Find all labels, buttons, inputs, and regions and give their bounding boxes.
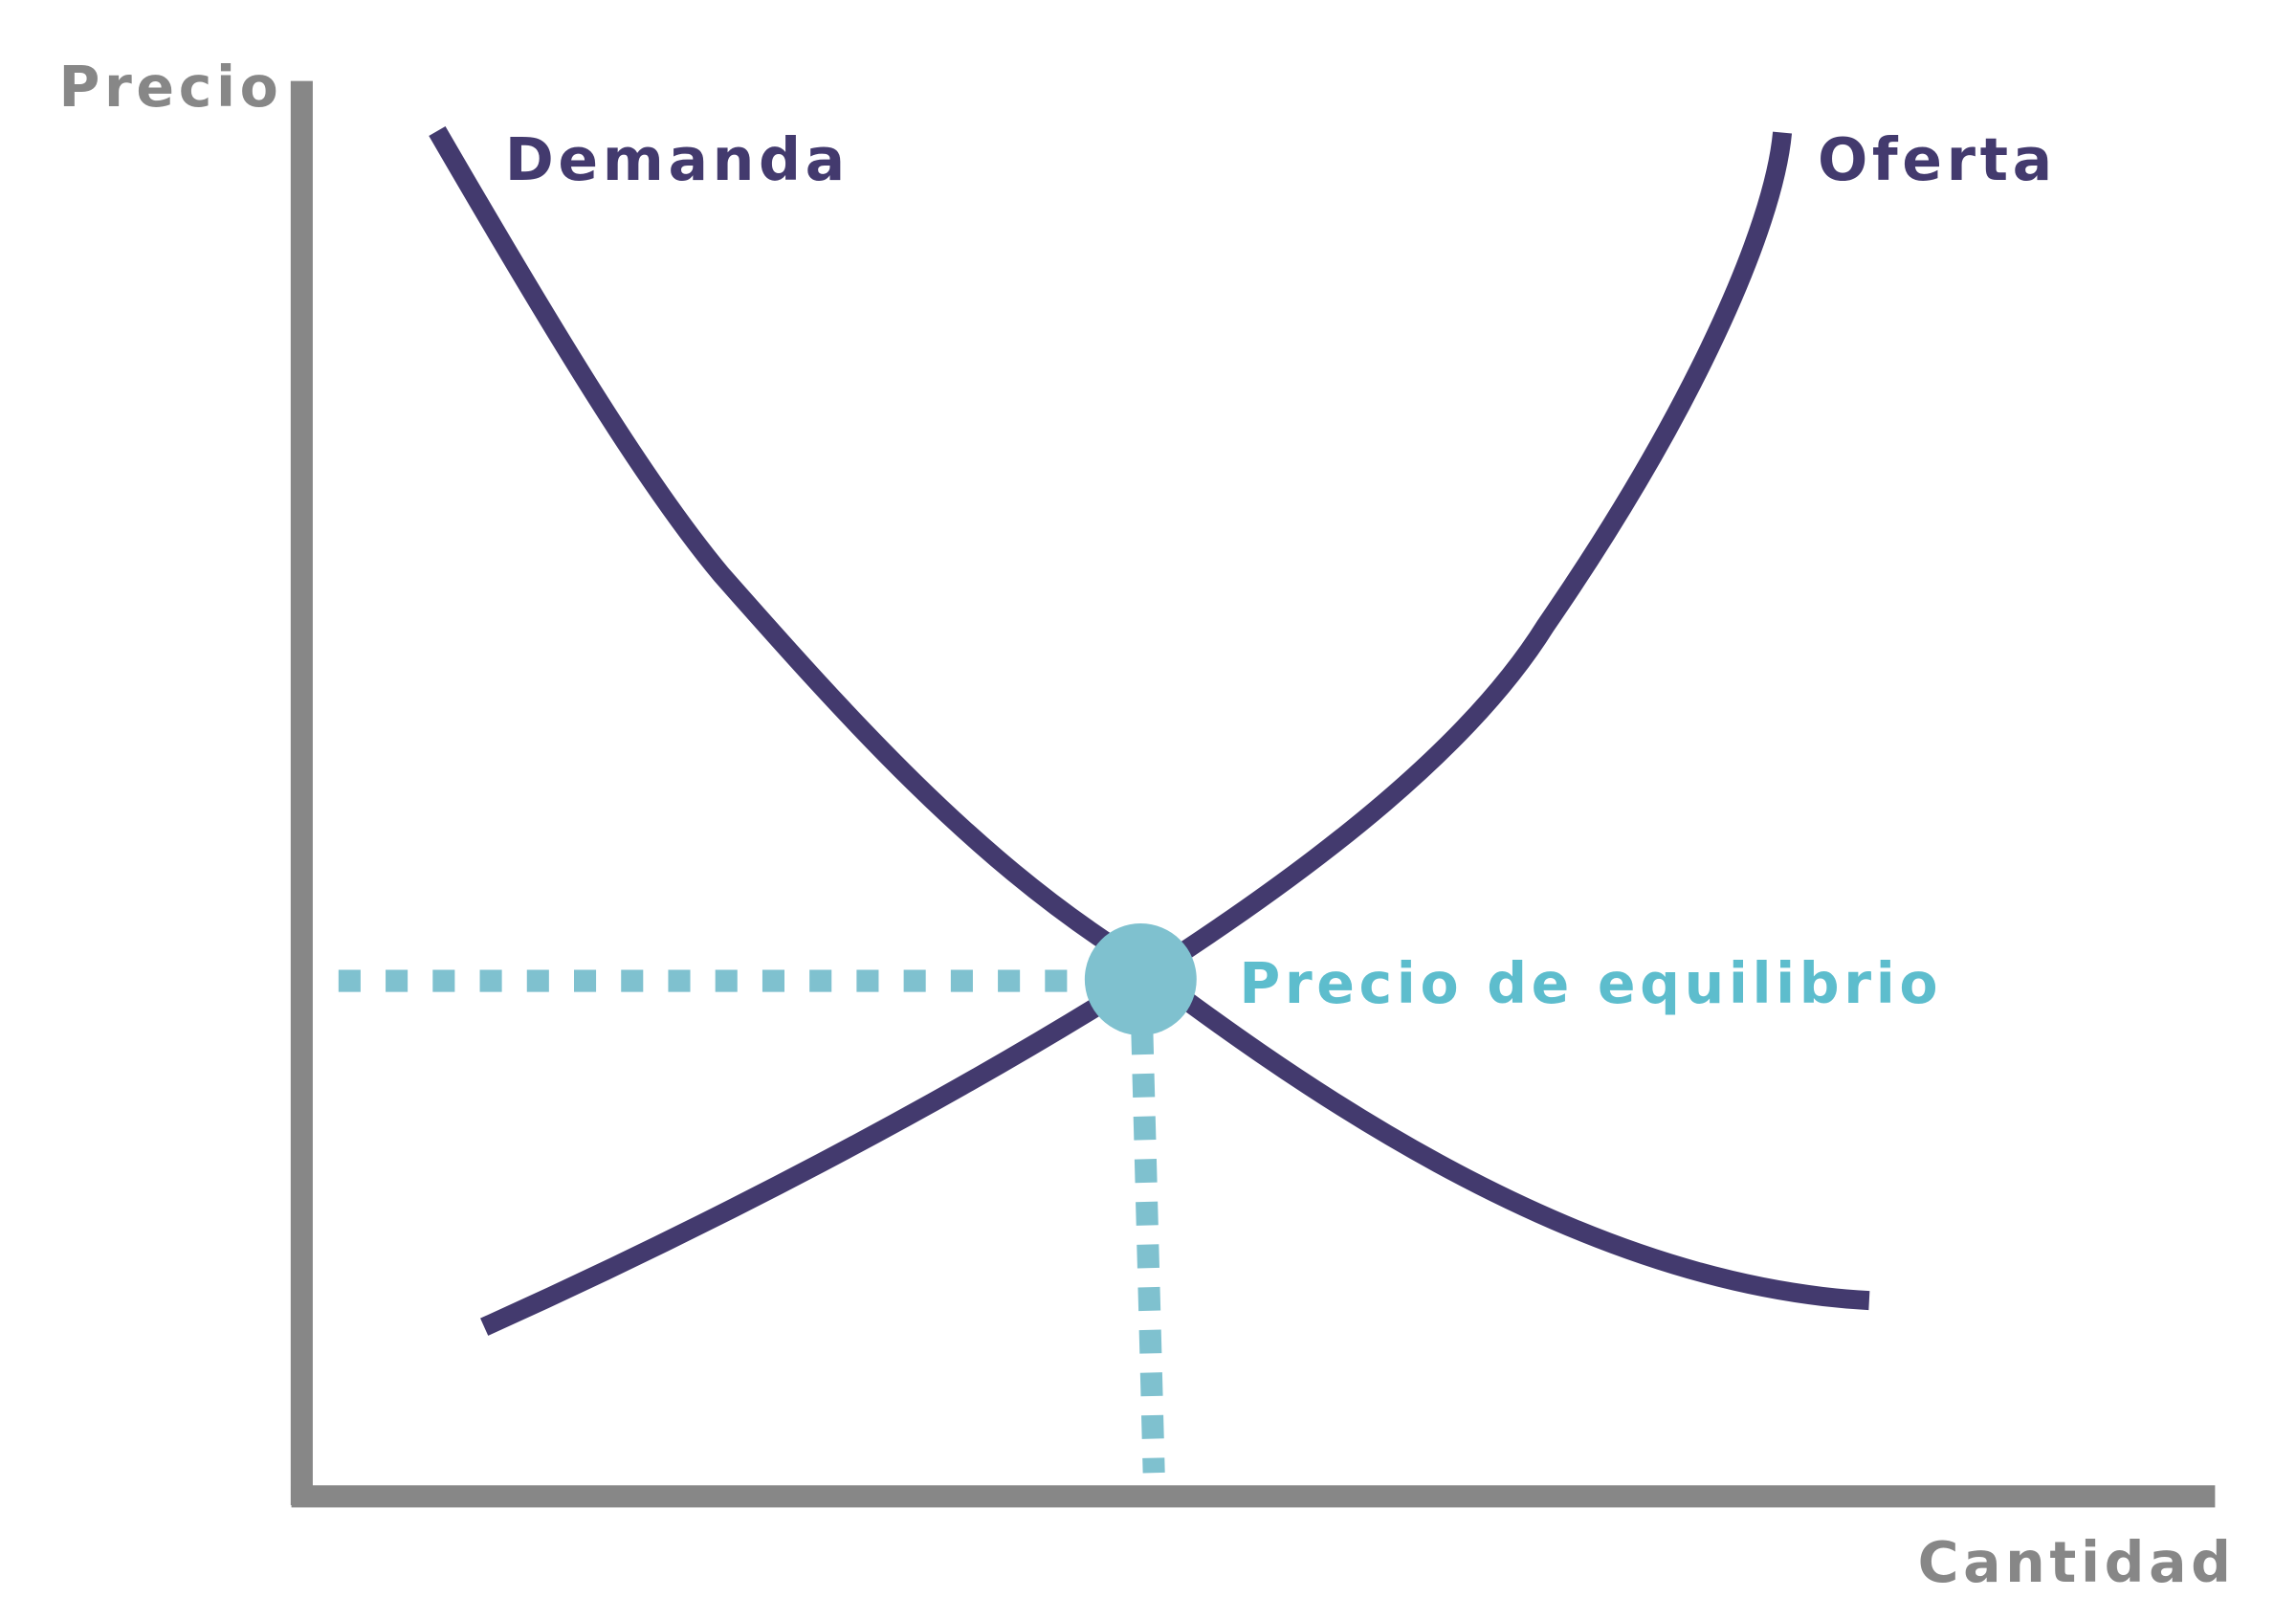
supply-label: Oferta (1818, 125, 2057, 194)
demand-curve (429, 125, 1870, 1311)
equilibrium-quantity-guide (1131, 1031, 1165, 1474)
equilibrium-point (1084, 923, 1197, 1036)
demand-label: Demanda (505, 125, 850, 194)
x-axis-label: Cantidad (1918, 1530, 2236, 1595)
equilibrium-label: Precio de equilibrio (1239, 951, 1942, 1016)
supply-curve (480, 131, 1793, 1336)
y-axis-label: Precio (59, 55, 283, 120)
